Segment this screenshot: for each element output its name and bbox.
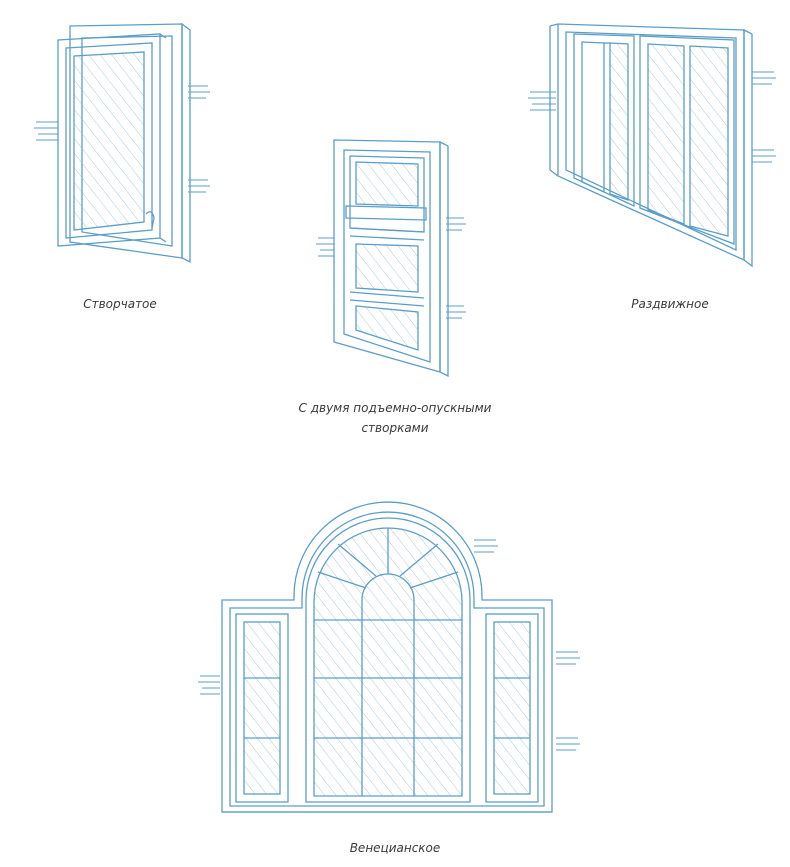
double-hung-caption-line1: С двумя подъемно-опускными — [298, 401, 492, 415]
casement-window-drawing — [34, 22, 210, 264]
sliding-caption: Раздвижное — [631, 297, 709, 311]
sliding-window-drawing — [528, 23, 776, 268]
venetian-wall-marks — [198, 539, 580, 751]
casement-caption: Створчатое — [83, 297, 157, 311]
venetian-window-drawing — [198, 501, 580, 813]
sliding-wall-marks — [528, 71, 776, 163]
venetian-caption: Венецианское — [349, 841, 441, 855]
double-hung-wall-marks — [316, 217, 466, 319]
casement-wall-marks — [34, 85, 210, 193]
double-hung-caption: С двумя подъемно-опускными створками — [270, 398, 520, 438]
double-hung-caption-line2: створками — [361, 421, 429, 435]
double-hung-window-drawing — [316, 139, 466, 378]
